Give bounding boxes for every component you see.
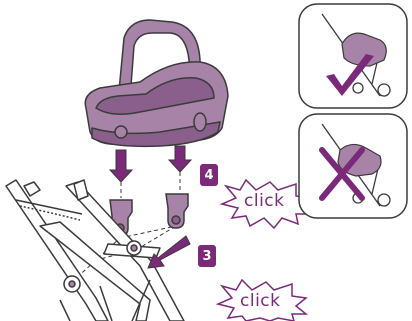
down-arrow-left-icon [110,150,132,182]
car-seat-pivot-knob [115,126,127,138]
car-seat-side-knob [194,113,206,131]
click-label-top: click [244,191,284,211]
stroller-frame [6,180,184,321]
step-badge-3: 3 [198,245,216,267]
step-badge-4: 4 [200,164,218,186]
panel-incorrect [299,114,407,218]
panel-correct [299,4,407,108]
click-label-bottom: click [240,291,280,311]
attach-arrows [110,146,191,182]
car-seat [85,20,228,146]
down-arrow-right-icon [169,146,191,172]
